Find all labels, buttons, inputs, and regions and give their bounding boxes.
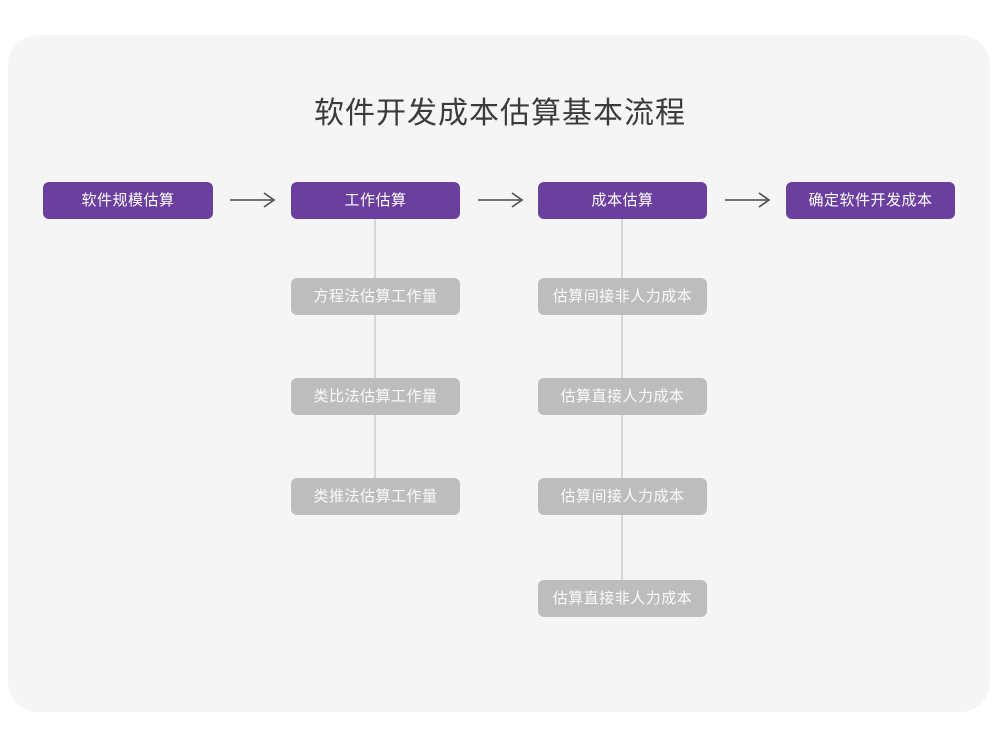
connector-cost-1	[621, 219, 623, 278]
work-sub-item-2[interactable]: 类比法估算工作量	[291, 378, 460, 415]
flow-arrow-2	[476, 188, 526, 212]
flow-step-3[interactable]: 成本估算	[538, 182, 707, 219]
cost-sub-item-1[interactable]: 估算间接非人力成本	[538, 278, 707, 315]
cost-sub-item-2[interactable]: 估算直接人力成本	[538, 378, 707, 415]
flow-arrow-1	[228, 188, 278, 212]
work-sub-item-3[interactable]: 类推法估算工作量	[291, 478, 460, 515]
work-sub-item-1[interactable]: 方程法估算工作量	[291, 278, 460, 315]
connector-cost-2	[621, 315, 623, 378]
flow-step-2[interactable]: 工作估算	[291, 182, 460, 219]
connector-cost-4	[621, 515, 623, 580]
cost-sub-item-3[interactable]: 估算间接人力成本	[538, 478, 707, 515]
connector-work-2	[374, 315, 376, 378]
flow-step-4[interactable]: 确定软件开发成本	[786, 182, 955, 219]
diagram-card	[8, 35, 990, 712]
connector-work-1	[374, 219, 376, 278]
connector-work-3	[374, 415, 376, 478]
cost-sub-item-4[interactable]: 估算直接非人力成本	[538, 580, 707, 617]
page-title: 软件开发成本估算基本流程	[314, 96, 686, 131]
flow-step-1[interactable]: 软件规模估算	[43, 182, 213, 219]
flow-arrow-3	[723, 188, 773, 212]
connector-cost-3	[621, 415, 623, 478]
